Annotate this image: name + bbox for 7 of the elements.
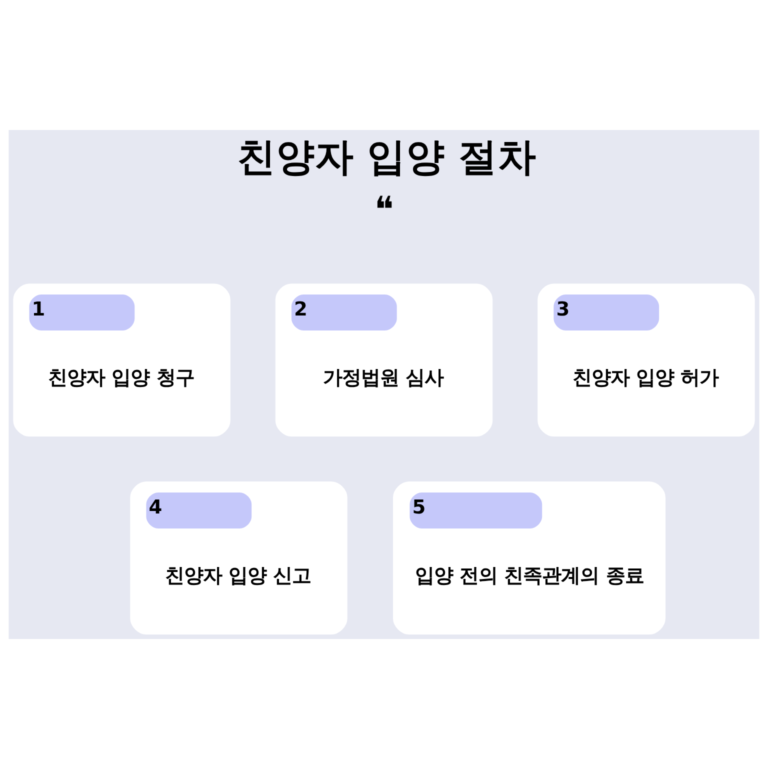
label: ❝ bbox=[374, 189, 394, 230]
diagram-title: 친양자 입양 절차 bbox=[236, 134, 537, 180]
node-box: 3 친양자 입양 허가 bbox=[538, 283, 755, 436]
node-box: 5 입양 전의 친족관계의 종료 bbox=[393, 481, 666, 634]
node-box: 4 친양자 입양 신고 bbox=[130, 481, 348, 634]
node-box: 1 친양자 입양 청구 bbox=[13, 283, 230, 436]
node-box: 2 가정법원 심사 bbox=[275, 283, 493, 436]
